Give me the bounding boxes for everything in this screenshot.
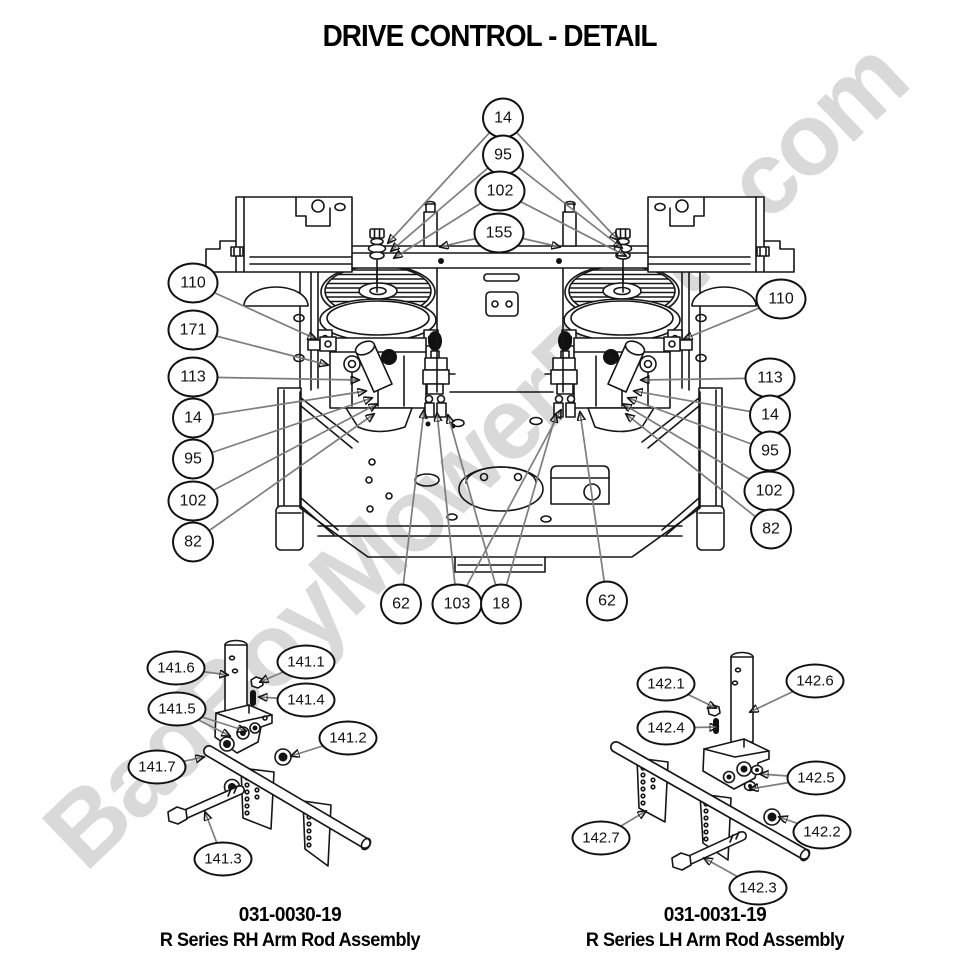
lh-assembly-name: R Series LH Arm Rod Assembly [585, 930, 845, 951]
leader-line-95 [502, 154, 622, 248]
leader-line-14 [388, 117, 504, 243]
callout-142.1: 142.1 [636, 666, 696, 702]
leader-line-14 [634, 391, 771, 416]
callout-171: 171 [167, 309, 219, 351]
callout-110: 110 [167, 262, 219, 304]
callout-141.4: 141.4 [276, 682, 336, 718]
leader-line-82 [626, 414, 772, 530]
page-title: DRIVE CONTROL - DETAIL [0, 18, 980, 54]
rh-assembly-name: R Series RH Arm Rod Assembly [159, 930, 421, 951]
callout-141.7: 141.7 [127, 749, 187, 785]
callout-142.6: 142.6 [785, 663, 845, 699]
washer-142-2 [763, 808, 781, 826]
callout-82: 82 [172, 521, 214, 563]
bracket-142-5 [702, 738, 770, 792]
callout-14: 14 [482, 97, 524, 139]
center-panel [436, 267, 564, 393]
leader-line-14 [192, 391, 366, 419]
callout-141.5: 141.5 [147, 691, 207, 727]
callout-95: 95 [482, 134, 524, 176]
leader-line-103 [437, 413, 458, 605]
nut-141-1 [250, 676, 264, 689]
bracket-141-5 [214, 704, 273, 754]
callout-95: 95 [172, 438, 214, 480]
callout-102: 102 [474, 170, 526, 212]
leader-line-95 [391, 154, 504, 251]
callout-142.3: 142.3 [728, 870, 788, 906]
rh-part-number: 031-0030-19 [238, 904, 342, 926]
callout-142.7: 142.7 [571, 820, 631, 856]
leader-line-18 [500, 414, 556, 605]
leader-line-95 [192, 398, 372, 460]
callout-142.2: 142.2 [792, 814, 852, 850]
callout-141.6: 141.6 [146, 650, 206, 686]
callout-142.4: 142.4 [636, 710, 696, 746]
callout-82: 82 [750, 508, 792, 550]
leader-line-113 [192, 377, 359, 380]
callout-14: 14 [749, 394, 791, 436]
bolt-142-3 [671, 831, 747, 871]
callout-95: 95 [749, 430, 791, 472]
leader-line-103 [456, 410, 561, 605]
callout-155: 155 [473, 212, 525, 254]
leader-line-62 [580, 412, 608, 602]
callout-102: 102 [167, 480, 219, 522]
rh-assembly-label: 031-0030-19 R Series RH Arm Rod Assembly [130, 904, 450, 952]
leader-line-95 [628, 398, 771, 452]
leader-line-18 [448, 415, 502, 605]
callout-113: 113 [167, 356, 219, 398]
callout-142.5: 142.5 [786, 760, 846, 796]
pin-142-4 [713, 718, 719, 734]
callout-141.2: 141.2 [318, 720, 378, 756]
lh-arm-rod-assembly-art [610, 651, 811, 871]
leader-line-82 [192, 414, 374, 543]
leader-line-14 [502, 117, 618, 240]
rh-arm-rod-assembly-art [167, 639, 372, 867]
callout-141.3: 141.3 [193, 841, 253, 877]
page-title-text: DRIVE CONTROL - DETAIL [322, 18, 658, 53]
leader-line-102 [192, 404, 377, 502]
callout-102: 102 [743, 470, 795, 512]
lh-assembly-label: 031-0031-19 R Series LH Arm Rod Assembly [550, 904, 880, 952]
callout-113: 113 [744, 357, 796, 399]
leader-line-62 [400, 410, 424, 605]
callout-14: 14 [172, 397, 214, 439]
callout-141.1: 141.1 [276, 644, 336, 680]
callout-103: 103 [431, 583, 483, 625]
lh-part-number: 031-0031-19 [663, 904, 767, 926]
callout-110: 110 [755, 278, 807, 320]
pin-141-4 [250, 690, 256, 706]
floor-plate [299, 391, 701, 573]
washer-141-2 [274, 748, 292, 766]
leader-line-102 [623, 404, 770, 492]
bolt-141-3 [167, 785, 245, 825]
callout-62: 62 [380, 583, 422, 625]
callout-62: 62 [586, 580, 628, 622]
callout-18: 18 [480, 583, 522, 625]
